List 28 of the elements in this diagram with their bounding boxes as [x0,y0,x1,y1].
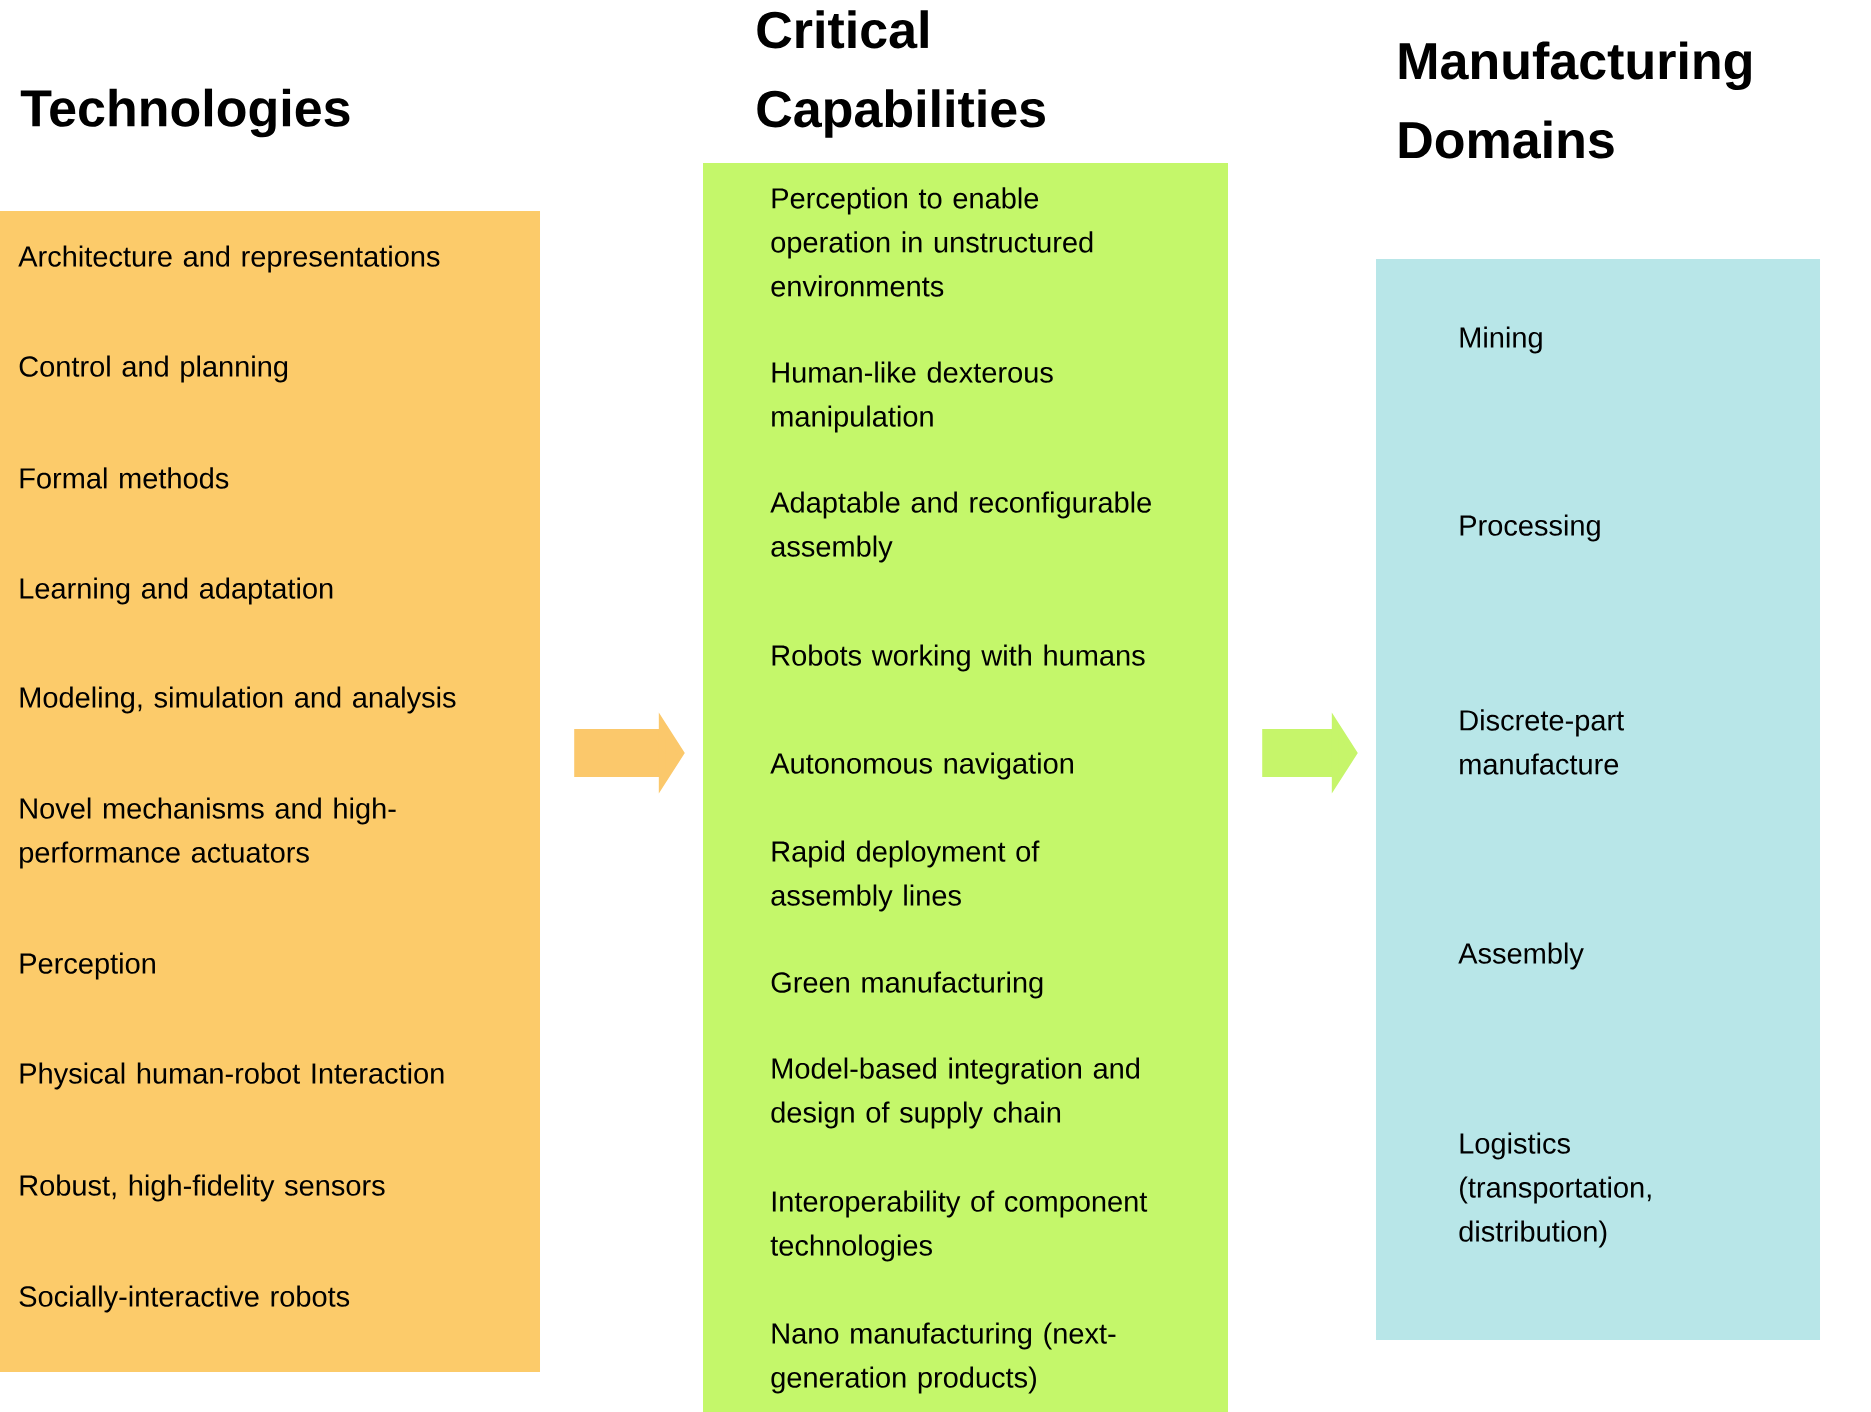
list-item: Green manufacturing [771,971,1043,999]
list-item: Autonomous navigation [770,752,1073,780]
list-item: Robots working with humans [772,644,1145,672]
list-item: Physical human-robot Interaction [20,1062,444,1090]
column-heading: Critical Capabilities [757,10,1045,138]
list-item: Formal methods [20,467,229,489]
column-heading: Technologies [20,88,350,138]
list-item: Perception [20,952,155,980]
list-item: Adaptable and reconfigurable assembly [770,491,1151,563]
list-item: Processing [1460,514,1600,542]
list-item: Learning and adaptation [20,577,333,605]
list-item: Nano manufacturing (next-generation products) [771,1322,1116,1394]
list-item: Interoperability of component technologies [770,1190,1148,1262]
list-item: Novel mechanisms and high-performance actuators [20,797,396,869]
list-item: Assembly [1458,942,1584,970]
list-item: Mining [1460,326,1542,354]
list-item: Rapid deployment of assembly lines [771,840,1040,912]
list-item: Model-based integration and design of supply chain [771,1057,1140,1129]
list-item: Logistics (transportation, distribution) [1459,1132,1651,1248]
list-item: Modeling, simulation and analysis [20,686,456,714]
list-item: Control and planning [19,355,288,383]
column-heading: Manufacturing Domains [1399,41,1751,159]
list-item: Human-like dexterous manipulation [772,361,1053,433]
list-item: Perception to enable operation in unstructured environments [771,187,1093,297]
list-item: Architecture and representations [18,245,440,273]
list-item: Robust, high-fidelity sensors [20,1174,385,1202]
list-item: Discrete-part manufacture [1460,709,1624,775]
list-item: Socially-interactive robots [19,1285,350,1313]
